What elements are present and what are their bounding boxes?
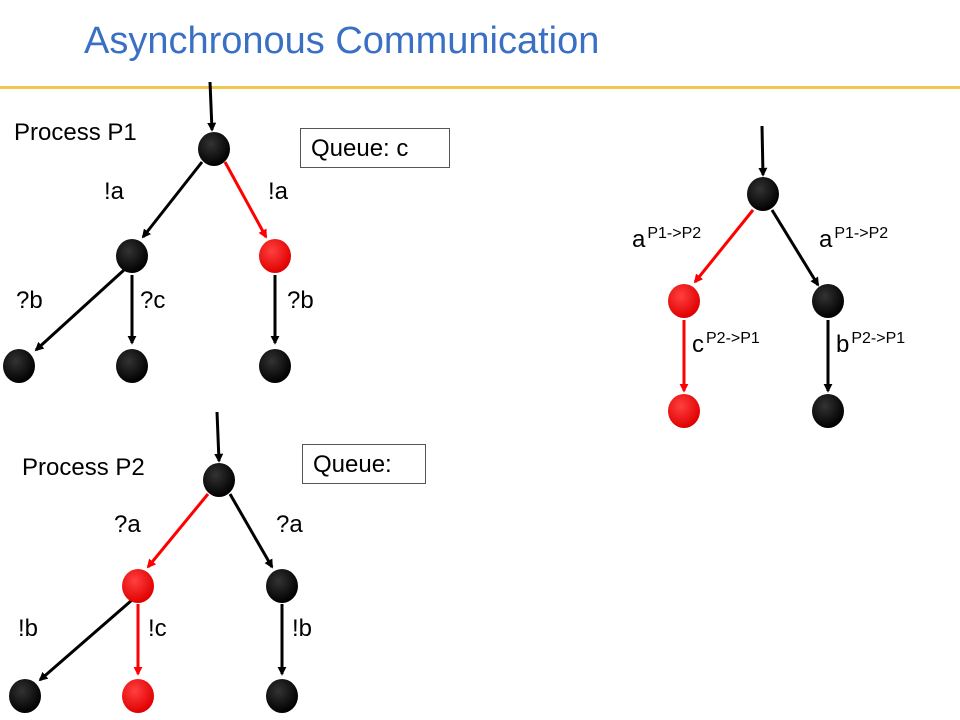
p1-edge-left-label: !a	[104, 178, 125, 205]
p2-edge-right	[228, 493, 274, 569]
p1-tree	[3, 81, 291, 383]
p1-edge-lr-label: ?c	[140, 287, 166, 314]
p2-leaf-lr	[122, 679, 154, 713]
p2-queue-box: Queue:	[302, 444, 426, 484]
p2-left-node	[122, 569, 154, 603]
p2-right-node	[266, 569, 298, 603]
p2-edge-ll	[38, 598, 133, 682]
p1-leaf-ll	[3, 349, 35, 383]
p1-leaf-lr	[116, 349, 148, 383]
combined-right-node	[812, 284, 844, 318]
p2-edge-left-label: ?a	[114, 511, 141, 538]
p2-process-label: Process P2	[22, 454, 145, 481]
title-rule	[0, 86, 960, 89]
combined-incoming-edge	[758, 125, 768, 177]
p1-left-node	[116, 239, 148, 273]
p1-process-label: Process P1	[14, 119, 137, 146]
p1-root-node	[198, 132, 230, 166]
p1-edge-right-label: !a	[268, 178, 289, 205]
combined-left-node	[668, 284, 700, 318]
combined-leaf-right	[812, 394, 844, 428]
combined-leaf-left	[668, 394, 700, 428]
combined-root-node	[747, 177, 779, 211]
p1-incoming-edge	[207, 81, 217, 132]
combined-edge-right	[770, 209, 820, 287]
p2-leaf-ll	[9, 679, 41, 713]
p2-edge-lr-label: !c	[148, 615, 167, 642]
p1-edge-rr-label: ?b	[287, 287, 314, 314]
page-title: Asynchronous Communication	[84, 20, 600, 62]
p1-right-node	[259, 239, 291, 273]
p1-queue-box: Queue: c	[300, 128, 450, 168]
p2-leaf-rr	[266, 679, 298, 713]
p1-edge-ll-label: ?b	[16, 287, 43, 314]
p2-edge-rr-label: !b	[292, 615, 313, 642]
combined-tree	[668, 125, 844, 428]
p2-root-node	[203, 463, 235, 497]
p1-leaf-rr	[259, 349, 291, 383]
p2-edge-left	[146, 493, 210, 569]
p2-tree	[9, 411, 298, 713]
p2-incoming-edge	[214, 411, 224, 463]
p1-edge-right	[223, 161, 268, 239]
p1-edge-left	[141, 161, 204, 239]
p2-edge-ll-label: !b	[18, 615, 39, 642]
p1-edge-ll	[34, 268, 126, 352]
p2-edge-right-label: ?a	[276, 511, 303, 538]
combined-edge-left	[693, 209, 755, 284]
